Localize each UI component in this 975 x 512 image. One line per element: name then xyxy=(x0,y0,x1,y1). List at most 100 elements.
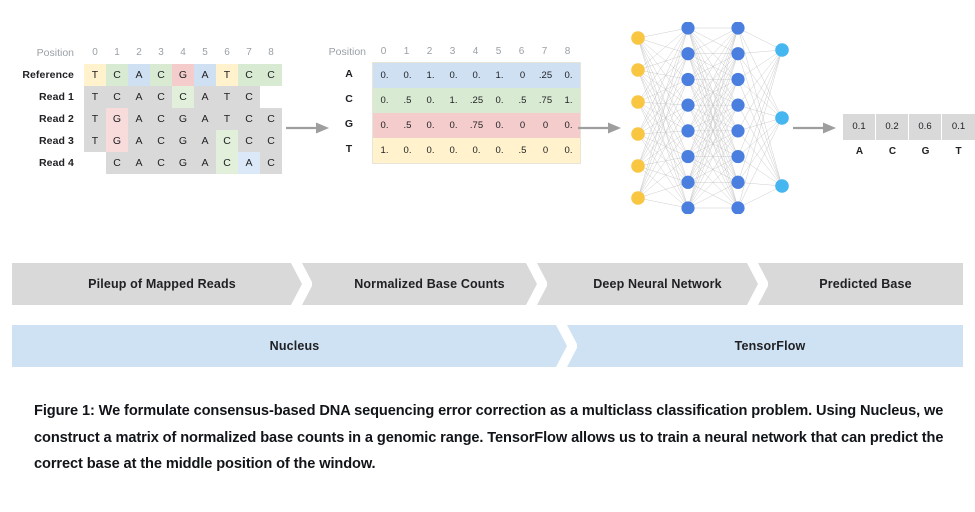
matrix-value-cell: 0. xyxy=(403,145,412,156)
matrix-value-cell: 0. xyxy=(380,70,389,81)
network-node xyxy=(681,124,695,138)
matrix-value-cell: 0 xyxy=(519,70,526,81)
banner-segment: Nucleus xyxy=(12,325,578,367)
pileup-base-cell: A xyxy=(194,108,216,130)
network-node xyxy=(731,149,745,164)
network-node xyxy=(681,72,695,87)
pileup-base-cell: T xyxy=(216,108,238,130)
pileup-row-label: Read 3 xyxy=(38,135,74,147)
matrix-value-cell: .75 xyxy=(538,95,553,106)
matrix-position-5: 5 xyxy=(495,46,502,57)
matrix-value-cell: .5 xyxy=(403,95,412,106)
matrix-row-label: A xyxy=(345,68,353,80)
pileup-base-cell: C xyxy=(106,86,128,108)
network-node xyxy=(631,191,645,205)
pileup-base-cell: C xyxy=(216,130,238,152)
network-hidden-layer-2 xyxy=(731,21,745,215)
pileup-base-cell: C xyxy=(150,64,172,86)
pileup-base-cell: A xyxy=(238,152,260,174)
pileup-base-cell: C xyxy=(260,64,282,86)
network-node xyxy=(731,124,745,138)
network-node xyxy=(731,21,745,35)
pileup-position-6: 6 xyxy=(224,47,230,58)
matrix-value-cell: .5 xyxy=(518,145,527,156)
matrix-value-cell: 0. xyxy=(449,120,458,131)
pileup-base-cell: C xyxy=(150,130,172,152)
pileup-base-cell: A xyxy=(194,130,216,152)
matrix-position-2: 2 xyxy=(426,46,433,57)
network-node xyxy=(681,98,695,112)
pileup-base-cell: C xyxy=(150,152,172,174)
pipeline-stage-banner: Pileup of Mapped Reads Normalized Base Co… xyxy=(12,263,963,305)
banner-segment: Pileup of Mapped Reads xyxy=(12,263,313,305)
matrix-value-cell: .5 xyxy=(518,95,527,106)
arrow-network-to-prediction xyxy=(793,122,836,134)
network-node xyxy=(775,111,789,125)
arrow-pileup-to-matrix xyxy=(286,122,329,134)
pileup-base-cell: T xyxy=(84,86,106,108)
prediction-value-cell: 0.1 xyxy=(843,114,876,140)
banner-segment-label: Normalized Base Counts xyxy=(354,277,505,291)
pileup-empty-cell xyxy=(84,152,106,174)
matrix-value-cell: 1. xyxy=(426,70,435,81)
matrix-value-cell: 0 xyxy=(519,120,526,131)
prediction-value-cell: 0.2 xyxy=(876,114,909,140)
matrix-value-cell: 0. xyxy=(380,95,389,106)
arrow-matrix-to-network xyxy=(578,122,621,134)
matrix-value-cell: .25 xyxy=(538,70,553,81)
pileup-position-2: 2 xyxy=(136,47,142,58)
matrix-position-0: 0 xyxy=(380,46,387,57)
pileup-row-label: Read 1 xyxy=(38,91,74,103)
matrix-value-cell: 0. xyxy=(426,120,435,131)
banner-segment-label: Pileup of Mapped Reads xyxy=(88,277,236,291)
matrix-value-cell: 0. xyxy=(495,145,504,156)
banner-segment-label: Predicted Base xyxy=(819,277,912,291)
pileup-base-cell: A xyxy=(128,152,150,174)
matrix-value-cell: 1. xyxy=(449,95,458,106)
pileup-base-cell: C xyxy=(238,86,260,108)
pileup-base-cell: C xyxy=(238,130,260,152)
matrix-value-cell: 0. xyxy=(426,95,435,106)
matrix-value-cell: 0. xyxy=(449,70,458,81)
network-input-layer xyxy=(631,31,645,205)
pileup-position-3: 3 xyxy=(158,47,164,58)
pileup-base-cell: G xyxy=(172,64,194,86)
matrix-value-cell: 0. xyxy=(472,145,481,156)
matrix-value-cell: 0 xyxy=(542,120,549,131)
matrix-value-cell: 0. xyxy=(564,70,573,81)
pileup-row-label: Read 4 xyxy=(38,157,74,169)
matrix-position-8: 8 xyxy=(564,46,571,57)
network-node xyxy=(631,127,645,141)
matrix-position-1: 1 xyxy=(403,46,410,57)
prediction-base-label: G xyxy=(921,146,930,157)
pileup-base-cell: C xyxy=(172,86,194,108)
pileup-base-cell: C xyxy=(260,152,282,174)
matrix-row-label: G xyxy=(344,118,354,130)
matrix-position-label: Position xyxy=(328,46,366,58)
pileup-base-cell: G xyxy=(106,130,128,152)
prediction-base-label: C xyxy=(888,146,897,157)
pileup-base-cell: C xyxy=(150,108,172,130)
matrix-position-3: 3 xyxy=(449,46,456,57)
network-node xyxy=(631,63,645,77)
pileup-base-cell: T xyxy=(84,130,106,152)
matrix-position-7: 7 xyxy=(541,46,548,57)
banner-segment-label: Nucleus xyxy=(269,339,320,353)
pileup-base-cell: C xyxy=(106,64,128,86)
pileup-base-cell: G xyxy=(172,152,194,174)
pileup-base-cell: T xyxy=(216,64,238,86)
matrix-value-cell: 1. xyxy=(380,145,389,156)
prediction-base-label: A xyxy=(855,146,864,157)
network-node xyxy=(631,159,645,173)
network-node xyxy=(681,201,695,215)
